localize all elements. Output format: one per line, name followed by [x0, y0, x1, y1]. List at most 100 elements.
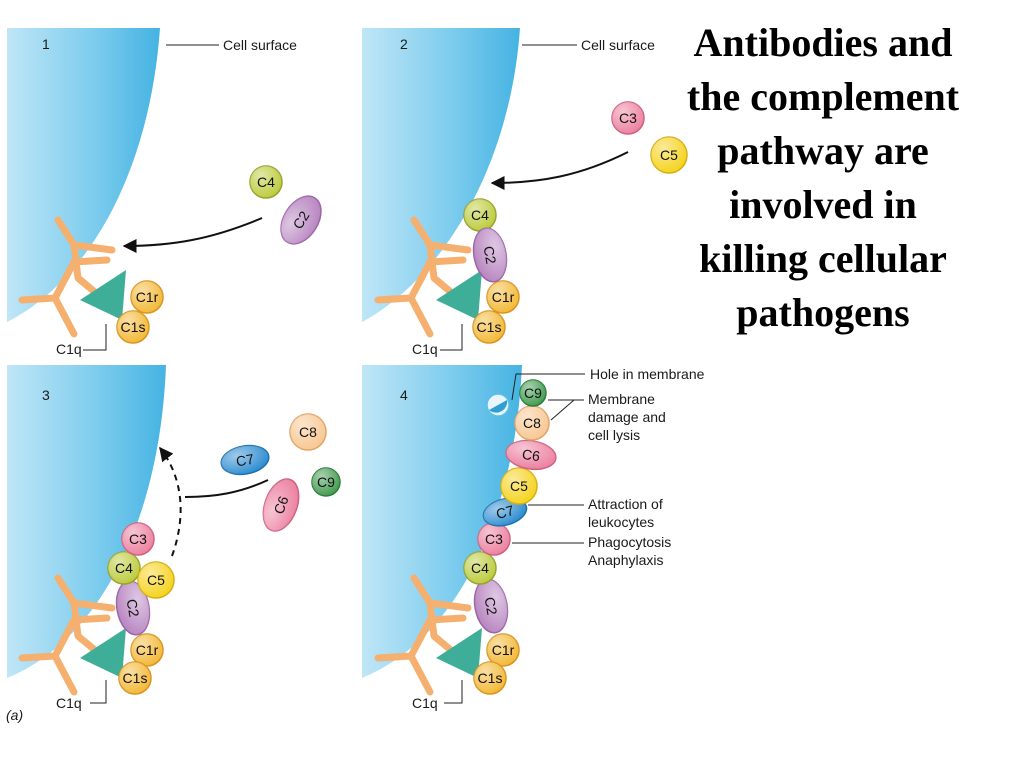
svg-text:C2: C2: [124, 598, 143, 619]
component-C1s: C1s: [118, 661, 152, 695]
svg-text:C1r: C1r: [136, 642, 159, 658]
svg-text:C7: C7: [494, 502, 516, 522]
svg-text:C4: C4: [471, 560, 489, 576]
svg-text:C6: C6: [270, 494, 291, 516]
hole-leader: [511, 373, 585, 401]
slide-title: Antibodies and the complement pathway ar…: [662, 16, 984, 340]
title-line: the complement: [686, 74, 960, 119]
svg-text:C1s: C1s: [121, 319, 146, 335]
component-C1r: C1r: [486, 633, 520, 667]
c1q-label: C1q: [412, 341, 438, 357]
title-line: involved in: [729, 182, 917, 227]
component-C5: C5: [650, 136, 688, 174]
svg-text:C9: C9: [524, 385, 542, 401]
svg-text:C9: C9: [317, 474, 335, 490]
dashed-arrow: [159, 446, 182, 557]
svg-text:C5: C5: [510, 478, 528, 494]
membrane-damage-leader: [548, 399, 584, 421]
c1q-leader: [444, 680, 463, 704]
component-C1s: C1s: [472, 310, 506, 344]
component-C6: C6: [505, 439, 557, 471]
svg-text:C3: C3: [485, 531, 503, 547]
c1q-label: C1q: [412, 695, 438, 711]
component-C1s: C1s: [116, 310, 150, 344]
panel-3: 3 C1q C1r C1s C2 C4 C3: [7, 365, 341, 711]
component-C5: C5: [137, 561, 175, 599]
component-C2: C2: [280, 195, 322, 245]
svg-text:C2: C2: [482, 596, 501, 617]
cell-surface: [7, 28, 160, 322]
component-C3: C3: [121, 522, 155, 556]
component-C1r: C1r: [486, 280, 520, 314]
cell-surface-label: Cell surface: [223, 37, 297, 53]
svg-text:C1r: C1r: [136, 289, 159, 305]
component-C9: C9: [519, 379, 547, 407]
svg-text:C3: C3: [129, 531, 147, 547]
component-C4: C4: [463, 198, 497, 232]
svg-text:C4: C4: [115, 560, 133, 576]
cell-surface-label: Cell surface: [581, 37, 655, 53]
component-C7: C7: [220, 444, 270, 476]
component-C5: C5: [500, 467, 538, 505]
svg-text:C1r: C1r: [492, 289, 515, 305]
svg-text:C1r: C1r: [492, 642, 515, 658]
phago-label: Phagocytosis Anaphylaxis: [588, 534, 675, 568]
component-C4: C4: [463, 551, 497, 585]
component-C3: C3: [477, 522, 511, 556]
membrane-damage-label: Membrane damage and cell lysis: [588, 391, 670, 443]
component-C3: C3: [611, 101, 645, 135]
c1q-leader: [440, 324, 463, 351]
membrane-hole: [486, 393, 510, 417]
component-C1s: C1s: [473, 661, 507, 695]
component-C2: C2: [472, 227, 508, 283]
component-C8: C8: [289, 413, 327, 451]
svg-text:C6: C6: [521, 446, 541, 464]
attach-arrow: [122, 217, 263, 253]
attach-line: [184, 479, 269, 498]
panel-number: 2: [400, 36, 408, 52]
component-C1r: C1r: [130, 633, 164, 667]
component-C1r: C1r: [130, 280, 164, 314]
svg-text:C1s: C1s: [478, 670, 503, 686]
title-line: pathway are: [717, 128, 929, 173]
cell-surface: [362, 365, 522, 678]
panel-number: 1: [42, 36, 50, 52]
svg-text:C8: C8: [299, 424, 317, 440]
panel-number: 4: [400, 387, 408, 403]
svg-text:C5: C5: [660, 147, 678, 163]
component-C2: C2: [473, 578, 509, 634]
title-line: Antibodies and: [693, 20, 953, 65]
svg-text:C7: C7: [235, 451, 256, 470]
component-C2: C2: [115, 580, 151, 636]
component-C4: C4: [249, 165, 283, 199]
panel-2: 2 Cell surface C1q C1r C1s C4 C2: [362, 28, 688, 357]
svg-text:C5: C5: [147, 572, 165, 588]
cell-surface: [362, 28, 520, 322]
panel-1: 1 Cell surface C1q C1r C1s C4 C2: [7, 28, 322, 357]
panel-number: 3: [42, 387, 50, 403]
c1q-label: C1q: [56, 695, 82, 711]
c1q-label: C1q: [56, 341, 82, 357]
svg-text:C1s: C1s: [477, 319, 502, 335]
attraction-label: Attraction of leukocytes: [588, 496, 667, 530]
svg-text:C8: C8: [523, 415, 541, 431]
c1q-leader: [83, 324, 107, 351]
component-C8: C8: [514, 405, 550, 441]
cell-surface: [7, 365, 166, 678]
svg-text:C4: C4: [471, 207, 489, 223]
svg-text:C3: C3: [619, 110, 637, 126]
component-C4: C4: [107, 551, 141, 585]
svg-text:C2: C2: [481, 245, 500, 266]
component-C9: C9: [311, 467, 341, 497]
panel-4: 4 C1q Hole in membrane C1r C1s C2: [362, 365, 705, 711]
attach-arrow: [490, 151, 629, 190]
component-C7: C7: [482, 497, 528, 527]
title-line: pathogens: [736, 290, 910, 335]
c1q-leader: [90, 680, 107, 704]
component-C6: C6: [262, 478, 300, 532]
figure-label: (a): [6, 707, 23, 723]
hole-label: Hole in membrane: [590, 366, 705, 382]
title-line: killing cellular: [699, 236, 947, 281]
svg-text:C1s: C1s: [123, 670, 148, 686]
